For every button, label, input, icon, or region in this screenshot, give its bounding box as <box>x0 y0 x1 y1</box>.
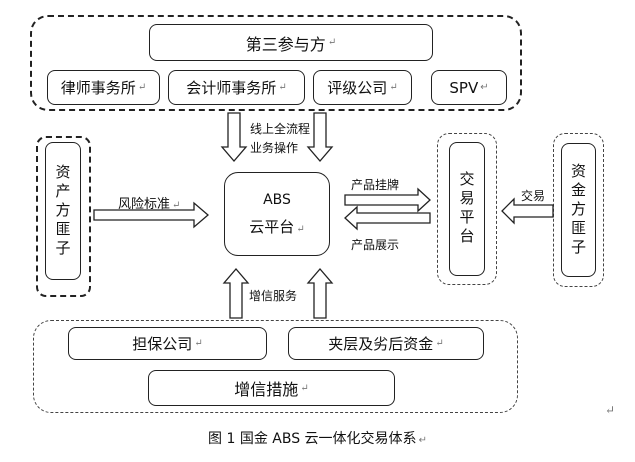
exchange-box: 交易平台 <box>449 142 485 276</box>
paragraph-mark: ↵ <box>278 82 287 93</box>
risk-standard-text: 风险标准 <box>118 197 171 212</box>
paragraph-mark: ↵ <box>605 403 616 417</box>
online-ops-arrow-right <box>306 112 334 162</box>
paragraph-mark: ↵ <box>480 82 489 93</box>
rating-agency-label: 评级公司 <box>327 79 388 97</box>
spv-box: SPV↵ <box>431 70 507 105</box>
asset-side-group <box>36 136 91 297</box>
paragraph-mark: ↵ <box>296 223 305 235</box>
product-display-arrow <box>344 205 431 231</box>
paragraph-mark: ↵ <box>435 338 444 349</box>
trade-label: 交易 <box>521 189 546 203</box>
paragraph-mark: ↵ <box>137 82 147 93</box>
paragraph-mark: ↵ <box>389 82 398 93</box>
risk-standard-arrow <box>93 201 209 229</box>
exchange-label: 交易平台 <box>457 171 476 247</box>
asset-side-box: 资产方匪子 <box>45 142 81 280</box>
funding-side-box: 资金方匪子 <box>561 143 596 277</box>
paragraph-mark: ↵ <box>327 37 337 48</box>
mezzanine-label: 夹层及劣后资金 <box>328 335 434 353</box>
guarantor-box: 担保公司↵ <box>68 327 267 360</box>
product-display-label: 产品展示 <box>351 238 400 252</box>
credit-service-arrow-left <box>222 268 250 319</box>
spv-label: SPV <box>449 78 479 97</box>
mezzanine-box: 夹层及劣后资金↵ <box>288 327 484 360</box>
law-firm-box: 律师事务所↵ <box>47 70 160 105</box>
product-listing-arrow <box>344 187 431 213</box>
credit-service-label: 增信服务 <box>249 289 298 303</box>
online-ops-arrow-left <box>220 112 248 162</box>
abs-platform-line1: ABS <box>263 191 291 208</box>
accounting-firm-box: 会计师事务所↵ <box>168 70 305 105</box>
online-ops-line1: 线上全流程 <box>250 122 311 136</box>
third-party-group <box>30 15 522 111</box>
figure-caption-text: 图 1 国金 ABS 云一体化交易体系 <box>208 431 417 447</box>
asset-side-label: 资产方匪子 <box>53 163 72 259</box>
law-firm-label: 律师事务所 <box>60 79 136 97</box>
abs-platform-line2-text: 云平台 <box>249 217 295 236</box>
paragraph-mark: ↵ <box>300 382 309 394</box>
risk-standard-label: 风险标准↵ <box>118 193 180 212</box>
abs-platform-box: ABS 云平台↵ <box>224 172 330 256</box>
credit-enhancement-group <box>33 320 518 413</box>
paragraph-mark: ↵ <box>194 338 203 349</box>
third-party-title-text: 第三参与方 <box>245 34 326 54</box>
online-ops-line2: 业务操作 <box>250 141 299 155</box>
paragraph-mark: ↵ <box>172 200 181 211</box>
online-ops-label: 线上全流程 业务操作 <box>250 120 310 158</box>
guarantor-label: 担保公司 <box>132 335 193 353</box>
credit-measures-box: 增信措施↵ <box>148 370 395 406</box>
paragraph-mark: ↵ <box>418 435 427 446</box>
figure-caption: 图 1 国金 ABS 云一体化交易体系↵ <box>0 428 635 448</box>
trade-arrow <box>501 197 554 225</box>
credit-measures-label: 增信措施 <box>234 380 299 399</box>
rating-agency-box: 评级公司↵ <box>313 70 412 105</box>
accounting-firm-label: 会计师事务所 <box>186 79 277 97</box>
credit-service-arrow-right <box>306 268 334 319</box>
third-party-title: 第三参与方↵ <box>149 24 433 61</box>
product-listing-label: 产品挂牌 <box>351 178 400 192</box>
abs-platform-line2: 云平台↵ <box>249 216 304 237</box>
funding-side-label: 资金方匪子 <box>569 162 587 258</box>
exchange-group <box>437 133 497 285</box>
